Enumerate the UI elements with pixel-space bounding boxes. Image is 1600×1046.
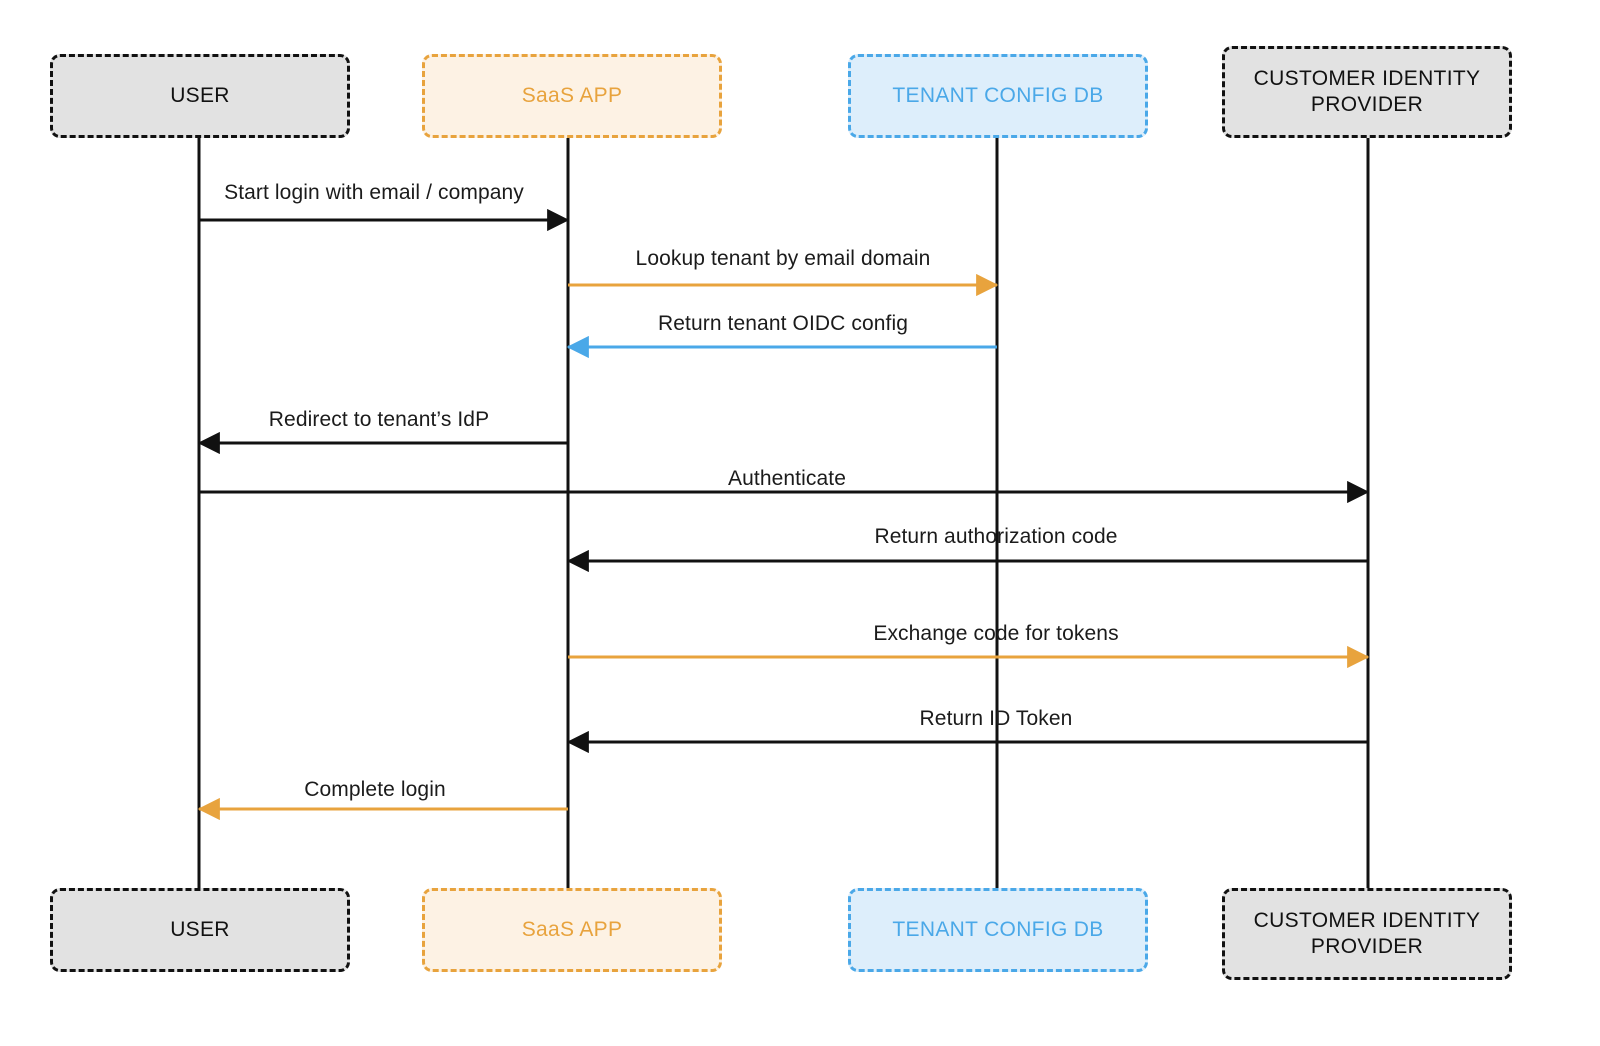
message-label-m5: Authenticate <box>727 467 847 490</box>
participant-saas-app-bottom[interactable]: SaaS APP <box>422 888 722 972</box>
participant-label-saas-app: SaaS APP <box>521 918 623 942</box>
participant-label-user: USER <box>170 84 230 108</box>
message-label-m1: Start login with email / company <box>224 181 524 204</box>
message-label-m2: Lookup tenant by email domain <box>635 247 931 270</box>
message-label-m8: Return ID Token <box>919 707 1073 730</box>
participant-label-user: USER <box>170 918 230 942</box>
message-label-m6: Return authorization code <box>874 525 1118 548</box>
participant-saas-app-top[interactable]: SaaS APP <box>422 54 722 138</box>
participant-label-tenant-config-db: TENANT CONFIG DB <box>892 84 1104 108</box>
participant-customer-identity-provider-top[interactable]: CUSTOMER IDENTITY PROVIDER <box>1222 46 1512 138</box>
participant-tenant-config-db-bottom[interactable]: TENANT CONFIG DB <box>848 888 1148 972</box>
participant-tenant-config-db-top[interactable]: TENANT CONFIG DB <box>848 54 1148 138</box>
participant-label-saas-app: SaaS APP <box>521 84 623 108</box>
message-label-m4: Redirect to tenant’s IdP <box>268 408 490 431</box>
message-label-m3: Return tenant OIDC config <box>657 312 909 335</box>
participant-user-top[interactable]: USER <box>50 54 350 138</box>
participant-label-customer-identity-provider: CUSTOMER IDENTITY PROVIDER <box>1253 67 1481 116</box>
message-label-m7: Exchange code for tokens <box>873 622 1119 645</box>
messages-group <box>197 208 1370 821</box>
message-label-m9: Complete login <box>304 778 446 801</box>
participant-label-customer-identity-provider: CUSTOMER IDENTITY PROVIDER <box>1253 909 1481 958</box>
participant-customer-identity-provider-bottom[interactable]: CUSTOMER IDENTITY PROVIDER <box>1222 888 1512 980</box>
participant-label-tenant-config-db: TENANT CONFIG DB <box>892 918 1104 942</box>
lifelines-group <box>197 138 1370 888</box>
participant-user-bottom[interactable]: USER <box>50 888 350 972</box>
